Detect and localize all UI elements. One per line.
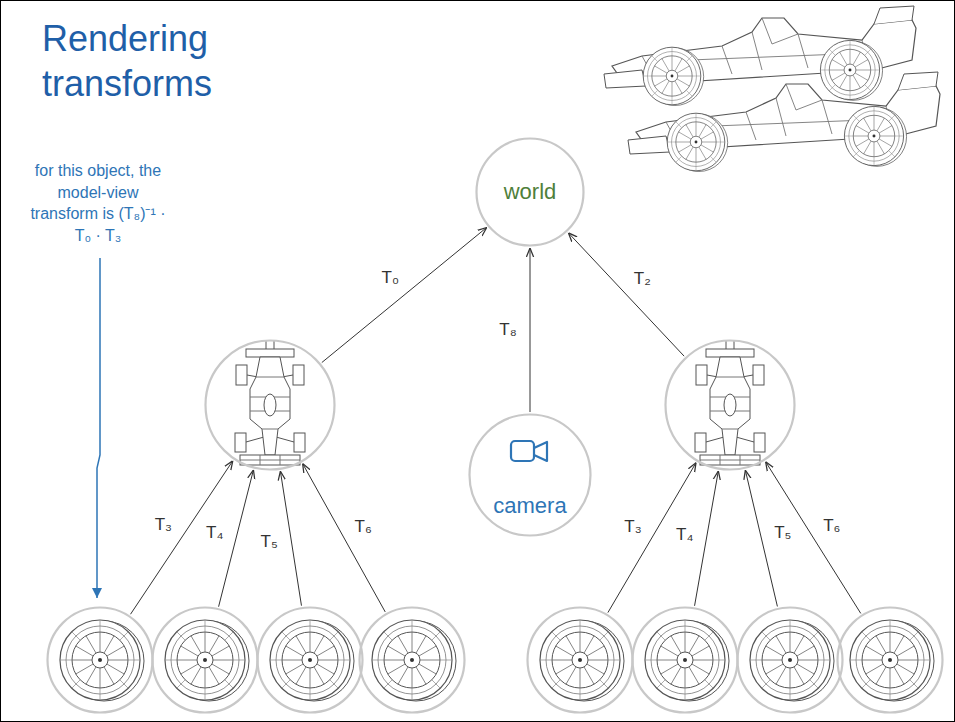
transform-label: T₄: [204, 524, 225, 543]
circle-outline: [470, 415, 591, 536]
circle-outline: [360, 608, 465, 713]
circle-outline: [666, 341, 795, 470]
transform-arrow: [322, 227, 487, 362]
car-illustration: [604, 6, 940, 172]
circle-outline: [204, 339, 336, 471]
circle-outline: [738, 608, 843, 713]
wheel-node: [256, 606, 364, 714]
circle-outline: [631, 606, 739, 714]
transform-arrow: [608, 463, 696, 613]
slide-title: Rendering transforms: [42, 16, 257, 106]
circle-outline: [48, 608, 153, 713]
transform-arrow: [303, 464, 386, 612]
transform-arrow: [131, 461, 233, 614]
circle-outline: [151, 606, 259, 714]
transform-label: T₀: [380, 269, 401, 288]
wheel-icon: [60, 620, 934, 701]
wheel-node: [358, 606, 466, 714]
wheel-node: [736, 606, 844, 714]
transform-label: T₅: [772, 524, 793, 543]
transform-label: T₆: [821, 517, 842, 536]
transform-label: T₅: [259, 532, 280, 551]
transform-label: T₃: [153, 516, 174, 535]
transform-label: T₂: [632, 270, 653, 289]
transform-label: T₈: [497, 321, 518, 340]
transform-arrow: [568, 233, 684, 356]
circle-outline: [46, 606, 154, 714]
camera-icon: [511, 441, 547, 461]
transform-arrow: [530, 248, 531, 412]
callout-note: for this object, the model-view transfor…: [30, 160, 166, 246]
wheel-node: [526, 606, 634, 714]
transform-arrow: [280, 471, 301, 605]
transform-arrow: [766, 462, 861, 614]
circle-outline: [838, 608, 943, 713]
root-node: world: [475, 137, 585, 247]
circle-outline: [736, 606, 844, 714]
wheel-node: [836, 606, 944, 714]
circle-outline: [256, 606, 364, 714]
wheel-node: [46, 606, 154, 714]
circle-outline: [477, 139, 584, 246]
circle-outline: [153, 608, 258, 713]
callout-leader: [97, 258, 100, 598]
node-label: world: [504, 179, 557, 205]
transform-label: T₃: [622, 517, 643, 536]
transform-label: T₆: [353, 518, 374, 537]
node-label: camera: [493, 493, 566, 519]
transform-arrow: [695, 471, 719, 606]
car-node: [204, 339, 336, 471]
circle-outline: [258, 608, 363, 713]
circle-outline: [468, 413, 592, 537]
circle-outline: [664, 339, 796, 471]
circle-outline: [206, 341, 335, 470]
circle-outline: [528, 608, 633, 713]
circle-outline: [633, 608, 738, 713]
circle-outline: [836, 606, 944, 714]
camera-node: camera: [468, 413, 592, 537]
transform-label: T₄: [674, 525, 695, 544]
circle-outline: [358, 606, 466, 714]
wheel-node: [631, 606, 739, 714]
wheel-node: [151, 606, 259, 714]
connector-layer: [131, 227, 861, 614]
car-node: [664, 339, 796, 471]
circle-outline: [526, 606, 634, 714]
